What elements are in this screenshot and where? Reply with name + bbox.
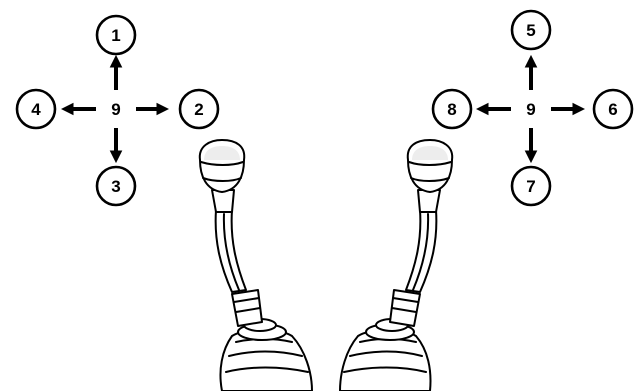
right-joystick-illustration [339, 139, 454, 391]
right-center-label: 9 [526, 100, 535, 119]
position-label: 8 [447, 100, 456, 119]
right-position-7: 7 [510, 165, 552, 207]
right-position-6: 6 [592, 88, 634, 130]
left-position-2: 2 [178, 88, 220, 130]
left-position-4: 4 [15, 88, 57, 130]
position-label: 4 [31, 100, 41, 119]
position-label: 1 [111, 26, 120, 45]
left-center-label: 9 [111, 100, 120, 119]
left-position-3: 3 [95, 165, 137, 207]
left-direction-diagram: 9 1 2 3 4 [15, 14, 220, 207]
position-label: 7 [526, 177, 535, 196]
left-joystick-illustration [198, 139, 313, 391]
right-position-5: 5 [510, 9, 552, 51]
position-label: 2 [194, 100, 203, 119]
position-label: 6 [608, 100, 617, 119]
right-direction-diagram: 9 5 6 7 8 [431, 9, 634, 207]
right-position-8: 8 [431, 88, 473, 130]
left-position-1: 1 [95, 14, 137, 56]
position-label: 3 [111, 177, 120, 196]
position-label: 5 [526, 21, 535, 40]
